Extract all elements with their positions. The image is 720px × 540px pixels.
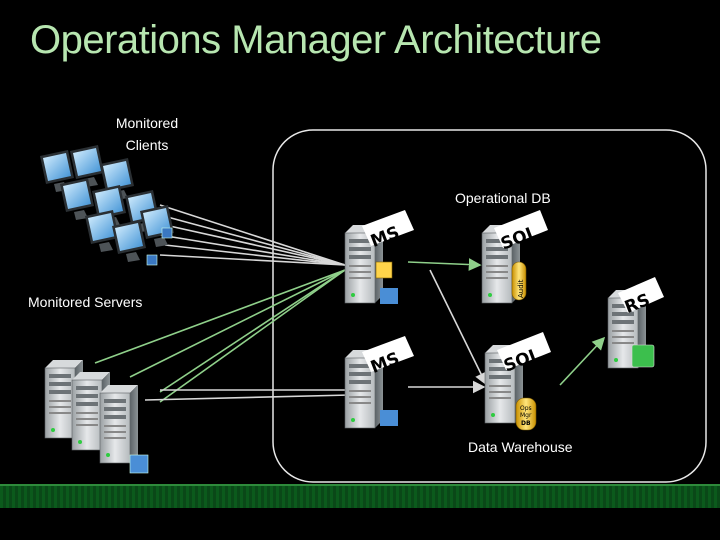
client-monitor-icon bbox=[60, 178, 94, 220]
opsmgr-db-label-line2: Mgr bbox=[520, 412, 532, 419]
data-warehouse-server bbox=[484, 332, 551, 431]
agent-icon bbox=[146, 254, 158, 266]
ms-tag-badge bbox=[362, 210, 414, 246]
monitored-servers-group bbox=[44, 359, 149, 474]
client-monitor-icon bbox=[112, 220, 146, 262]
operational-db-label: Operational DB bbox=[455, 190, 551, 206]
report-icon bbox=[631, 344, 655, 368]
data-warehouse-label: Data Warehouse bbox=[468, 439, 573, 455]
monitored-clients-group bbox=[40, 145, 174, 266]
slide-title: Operations Manager Architecture bbox=[30, 18, 602, 62]
client-monitor-icon bbox=[140, 205, 174, 247]
client-connectors bbox=[159, 204, 346, 266]
monitored-server-icon bbox=[99, 384, 139, 464]
audit-db-label: Audit bbox=[517, 279, 525, 298]
sql-tag-badge bbox=[494, 210, 548, 248]
footer-divider bbox=[0, 484, 720, 486]
monitored-clients-label: Monitored Clients bbox=[115, 115, 179, 153]
data-warehouse-to-rs-arrow bbox=[559, 336, 606, 386]
reporting-server bbox=[607, 277, 664, 369]
management-server-top bbox=[344, 210, 414, 304]
console-icon bbox=[380, 288, 398, 304]
opsmgr-db-label-line3: DB bbox=[521, 420, 531, 427]
management-server-bottom bbox=[344, 336, 414, 429]
console-icon bbox=[380, 410, 398, 426]
ms-tag-badge bbox=[362, 336, 414, 372]
operational-db-server bbox=[481, 210, 548, 304]
server-connectors-green bbox=[94, 269, 346, 403]
audit-db-icon bbox=[511, 261, 527, 301]
opsmgr-db-icon bbox=[515, 397, 537, 431]
opsmgr-db-label-line1: Ops bbox=[520, 405, 532, 412]
ms-to-operational-db-arrow bbox=[407, 258, 482, 271]
ms-to-data-warehouse-arrow-top bbox=[429, 269, 487, 386]
sql-tag-badge bbox=[497, 332, 551, 370]
agent-icon bbox=[161, 227, 173, 239]
agent-icon bbox=[129, 454, 149, 474]
footer-band bbox=[0, 486, 720, 508]
monitored-servers-label: Monitored Servers bbox=[28, 294, 143, 310]
lock-icon bbox=[375, 261, 393, 279]
rs-tag-badge bbox=[618, 277, 664, 313]
server-connectors-gray bbox=[144, 389, 351, 401]
